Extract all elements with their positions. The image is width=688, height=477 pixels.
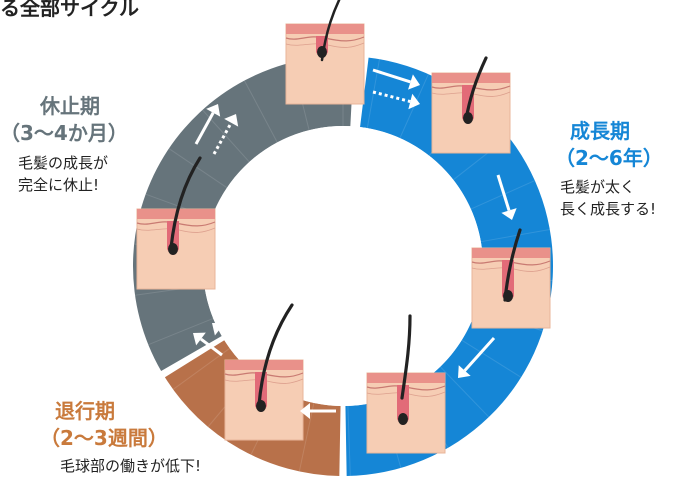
resting-segment [133, 55, 354, 371]
hair-follicle-icon [224, 303, 304, 441]
regression-desc-1: 毛球部の働きが低下! [60, 457, 202, 475]
arrow-icon [212, 114, 239, 155]
arrow-icon [372, 90, 420, 110]
inner-circle [203, 126, 483, 406]
resting-duration: （3〜4か月） [0, 121, 128, 145]
growth-desc-1: 毛髪が太く [560, 178, 636, 196]
resting-desc-1: 毛髪の成長が [18, 154, 109, 172]
growth-segment [345, 57, 554, 476]
hair-follicle-icon [366, 314, 446, 454]
follicles [136, 0, 551, 454]
ring-texture-line [439, 366, 490, 418]
arrow-icon [496, 174, 517, 220]
ring-texture-line [480, 229, 550, 243]
arrow-icon [458, 336, 496, 378]
ring-texture-line [461, 339, 522, 378]
growth-duration: （2〜6年） [555, 146, 663, 170]
regression-duration: （2〜3週間） [40, 426, 168, 450]
arrow-icon [212, 322, 241, 347]
resting-desc-2: 完全に休止! [18, 176, 100, 194]
ring-texture-line [347, 405, 351, 476]
arrow-icon [194, 104, 221, 145]
header-text: る全部サイクル [0, 0, 139, 20]
ring-texture-line [243, 80, 278, 143]
arrow-icon [300, 403, 336, 419]
resting-title: 休止期 [40, 94, 100, 118]
hair-follicle-icon [136, 156, 216, 290]
hair-follicle-icon [471, 228, 551, 329]
hair-follicle-icon [285, 0, 365, 105]
arrow-icon [193, 332, 223, 357]
hair-follicle-icon [431, 56, 511, 154]
ring-texture-line [168, 148, 228, 189]
arrow-icon [372, 68, 420, 90]
ring-texture-line [298, 402, 315, 472]
growth-title: 成長期 [570, 119, 630, 143]
ring-texture-line [148, 317, 214, 346]
regression-title: 退行期 [55, 399, 115, 423]
arrows [193, 68, 517, 419]
growth-desc-2: 長く成長する! [560, 200, 657, 218]
